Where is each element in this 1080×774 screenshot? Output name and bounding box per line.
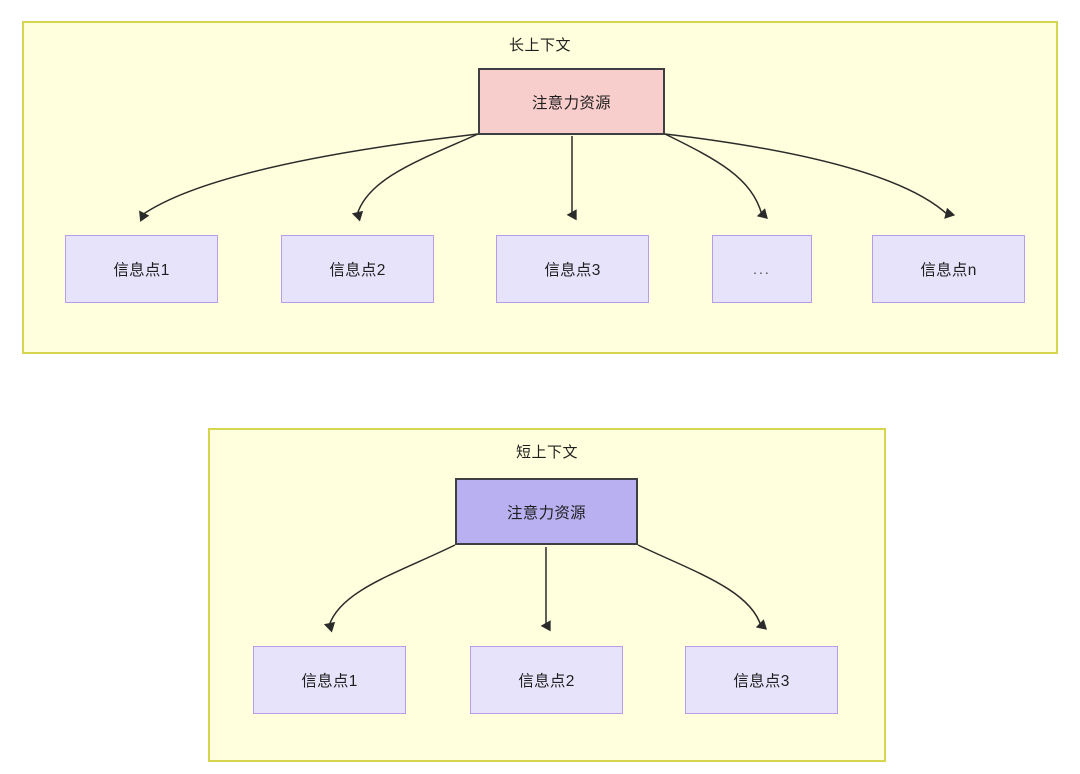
short-context-title: 短上下文 <box>515 444 578 461</box>
short-info-3[interactable]: 信息点3 <box>685 646 838 714</box>
short-info-1-label: 信息点1 <box>301 673 358 690</box>
edge-long-root-to-infon <box>664 133 956 219</box>
short-info-3-label: 信息点3 <box>733 673 790 690</box>
long-info-ellipsis-label: ... <box>753 261 771 277</box>
short-info-2[interactable]: 信息点2 <box>470 646 623 714</box>
short-info-2-label: 信息点2 <box>518 673 575 690</box>
short-info-1[interactable]: 信息点1 <box>253 646 406 714</box>
long-info-2[interactable]: 信息点2 <box>281 235 434 303</box>
long-context-root-label: 注意力资源 <box>531 94 611 112</box>
edge-short-root-to-info1 <box>323 544 456 633</box>
short-context-root-node[interactable]: 注意力资源 <box>455 478 638 545</box>
long-info-n-label: 信息点n <box>920 262 977 279</box>
short-context-root-label: 注意力资源 <box>506 504 586 522</box>
long-info-2-label: 信息点2 <box>329 262 386 279</box>
long-info-n[interactable]: 信息点n <box>872 235 1025 303</box>
edge-long-root-to-ellipsis <box>664 133 768 219</box>
long-info-ellipsis[interactable]: ... <box>712 235 812 303</box>
long-info-3-label: 信息点3 <box>544 262 601 279</box>
long-info-3[interactable]: 信息点3 <box>496 235 649 303</box>
long-context-title: 长上下文 <box>508 37 571 54</box>
long-context-root-node[interactable]: 注意力资源 <box>478 68 665 135</box>
edge-long-root-to-info2 <box>351 133 479 222</box>
long-info-1[interactable]: 信息点1 <box>65 235 218 303</box>
long-info-1-label: 信息点1 <box>113 262 170 279</box>
edge-long-root-to-info1 <box>139 133 479 222</box>
edge-short-root-to-info3 <box>637 544 768 630</box>
